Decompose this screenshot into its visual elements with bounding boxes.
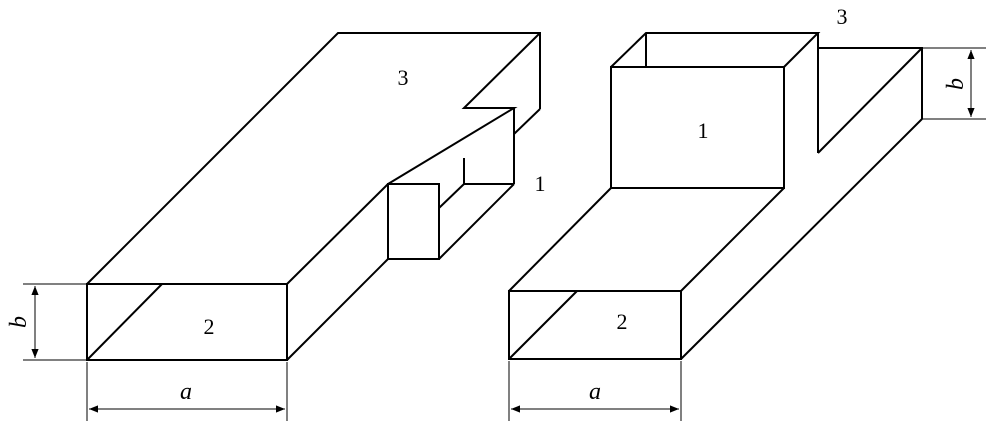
right-top-left-edge	[508, 187, 612, 292]
left-port1-bottom-edge	[438, 183, 515, 260]
right-waveguide	[508, 32, 923, 360]
left-port2-face	[86, 283, 288, 361]
left-port-3-label: 3	[398, 65, 409, 90]
right-port2-inner-edge	[508, 290, 578, 360]
left-port1-inner-edge	[438, 183, 465, 209]
left-dimension-b: b	[6, 283, 87, 361]
right-port-2-label: 2	[617, 309, 628, 334]
left-port1-opening	[387, 183, 440, 260]
left-dim-b-label: b	[6, 316, 32, 328]
right-port3-diagonal	[817, 47, 923, 154]
right-port2-face	[508, 290, 682, 360]
left-port-2-label: 2	[204, 314, 215, 339]
right-dimension-a: a	[508, 361, 682, 421]
left-port-1-label: 1	[535, 171, 546, 196]
right-port-3-label: 3	[837, 4, 848, 29]
right-port1-opening-rim	[610, 32, 821, 68]
right-bottom-edge	[680, 118, 923, 360]
right-port1-front-face	[610, 66, 785, 189]
left-dim-a-label: a	[180, 379, 192, 405]
right-top-right-edge	[680, 187, 785, 292]
left-top-back-edge	[86, 32, 541, 285]
right-dim-a-label: a	[589, 379, 601, 405]
right-dimension-b: b	[922, 47, 986, 120]
right-port3-top-edge	[818, 47, 923, 119]
left-top-front-edge	[286, 183, 389, 285]
left-port2-inner-edge	[86, 283, 163, 361]
left-bottom-front-edge	[286, 258, 389, 361]
left-top-notch-edge	[387, 32, 541, 185]
right-dim-b-label: b	[943, 78, 969, 90]
left-back-vertical-foot	[513, 108, 541, 135]
left-waveguide	[86, 32, 541, 361]
right-port-1-label: 1	[698, 118, 709, 143]
left-dimension-a: a	[86, 362, 288, 421]
